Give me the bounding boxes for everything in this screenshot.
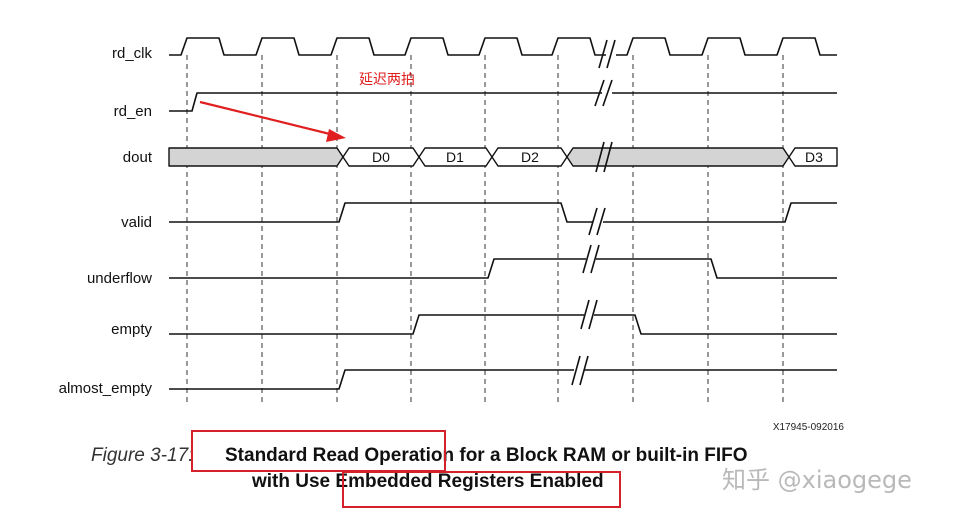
document-id: X17945-092016 xyxy=(773,422,845,433)
watermark: 知乎 @xiaogege xyxy=(722,466,912,494)
signal-label-almost_empty: almost_empty xyxy=(59,380,153,397)
waveform-valid xyxy=(169,202,837,223)
dout-value-d2: D2 xyxy=(521,149,539,165)
delay-arrow-head xyxy=(326,129,346,142)
highlight-box-2 xyxy=(342,471,621,508)
dout-value-d3: D3 xyxy=(805,149,823,165)
signal-label-underflow: underflow xyxy=(87,270,152,287)
highlight-box-1 xyxy=(191,430,446,472)
caption-line-2: with Use Embedded Registers Enabled xyxy=(252,471,604,492)
cycle-guides xyxy=(186,55,784,405)
time-break-marks xyxy=(571,39,616,386)
waveform-rd_clk xyxy=(169,37,837,56)
caption-label: Figure 3-17: xyxy=(91,445,194,466)
waveform-dout xyxy=(168,147,838,167)
signal-label-dout: dout xyxy=(123,149,153,166)
signal-label-rd_en: rd_en xyxy=(114,103,152,120)
timing-diagram: rd_clk rd_en dout valid underflow empty … xyxy=(59,37,845,433)
dout-invalid-segment xyxy=(168,147,344,167)
dout-segment-d3 xyxy=(788,147,838,167)
signal-label-rd_clk: rd_clk xyxy=(112,45,153,62)
signal-label-empty: empty xyxy=(111,321,152,338)
waveform-underflow xyxy=(169,258,837,279)
delay-arrow xyxy=(199,100,335,137)
waveform-almost_empty xyxy=(169,369,837,390)
waveform-rd_en xyxy=(169,92,837,112)
signal-label-valid: valid xyxy=(121,214,152,231)
dout-value-d0: D0 xyxy=(372,149,390,165)
waveform-empty xyxy=(169,314,837,335)
dout-value-d1: D1 xyxy=(446,149,464,165)
caption-line-1: Standard Read Operation for a Block RAM … xyxy=(225,445,748,466)
delay-annotation: 延迟两拍 xyxy=(359,71,415,87)
